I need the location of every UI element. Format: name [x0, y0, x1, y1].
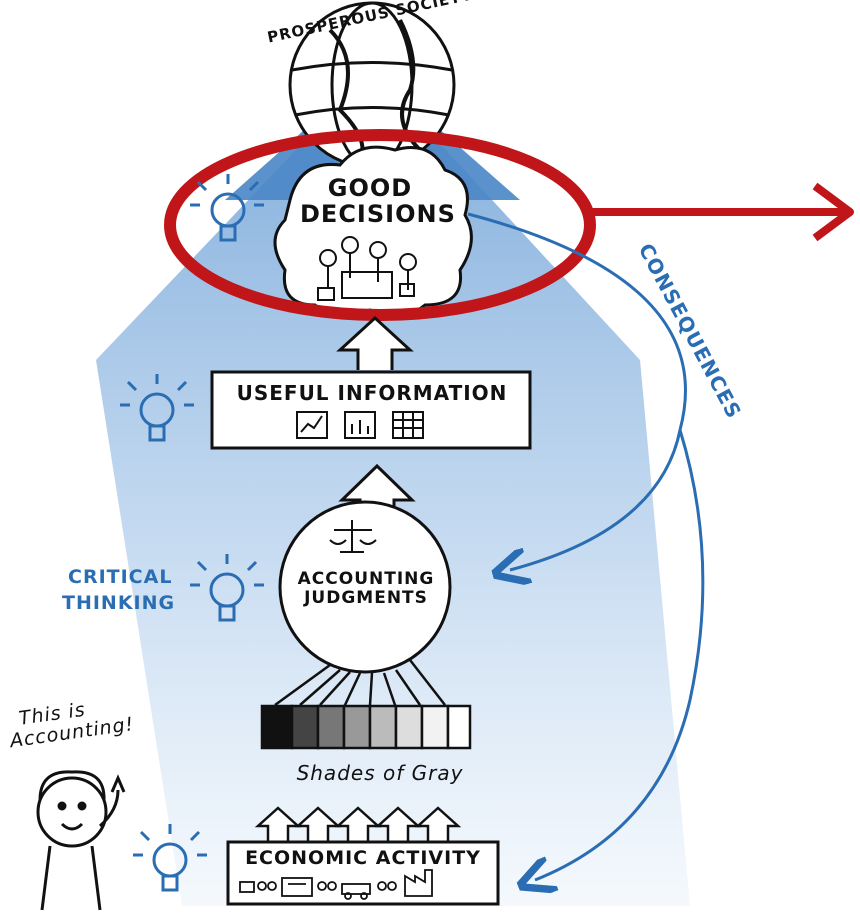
shades-of-gray-bar: [260, 704, 472, 750]
good-decisions-line1: GOOD: [327, 174, 413, 202]
economic-arrows: [254, 806, 462, 844]
lightbulb-icon-1: [190, 174, 264, 242]
good-decisions-label: GOOD DECISIONS: [300, 174, 456, 229]
economic-activity-label: ECONOMIC ACTIVITY: [245, 847, 481, 869]
up-arrow-2: [338, 463, 416, 520]
critical-thinking-label: CRITICAL THINKING: [62, 565, 202, 616]
accounting-judgments-circle: [278, 500, 452, 674]
accounting-judgments-line2: JUDGMENTS: [304, 587, 428, 608]
people-icon: [317, 236, 417, 301]
good-decisions-cloud: [273, 145, 473, 318]
chart-icon: [296, 411, 424, 439]
useful-information-label: USEFUL INFORMATION: [236, 381, 508, 405]
accounting-judgments-label: ACCOUNTING JUDGMENTS: [290, 570, 442, 607]
good-decisions-line2: DECISIONS: [300, 200, 456, 229]
critical-thinking-line2: THINKING: [62, 591, 176, 614]
lightbulb-icon-3: [190, 554, 264, 622]
lightbulb-icon-2: [120, 374, 194, 442]
consequence-curve-inner: [467, 212, 687, 570]
scale-icon: [329, 520, 377, 553]
shades-of-gray-label: Shades of Gray: [296, 761, 464, 785]
up-arrow: [336, 315, 414, 370]
consequence-curve-outer: [535, 429, 705, 880]
critical-thinking-line1: CRITICAL: [68, 566, 173, 588]
highlight-ellipse: [164, 129, 596, 321]
factory-icon: [239, 869, 433, 900]
accounting-judgments-line1: ACCOUNTING: [297, 569, 435, 589]
lightbulb-icon-4: [133, 824, 207, 892]
person-icon: [36, 770, 126, 911]
judgment-arrows: [274, 659, 446, 707]
